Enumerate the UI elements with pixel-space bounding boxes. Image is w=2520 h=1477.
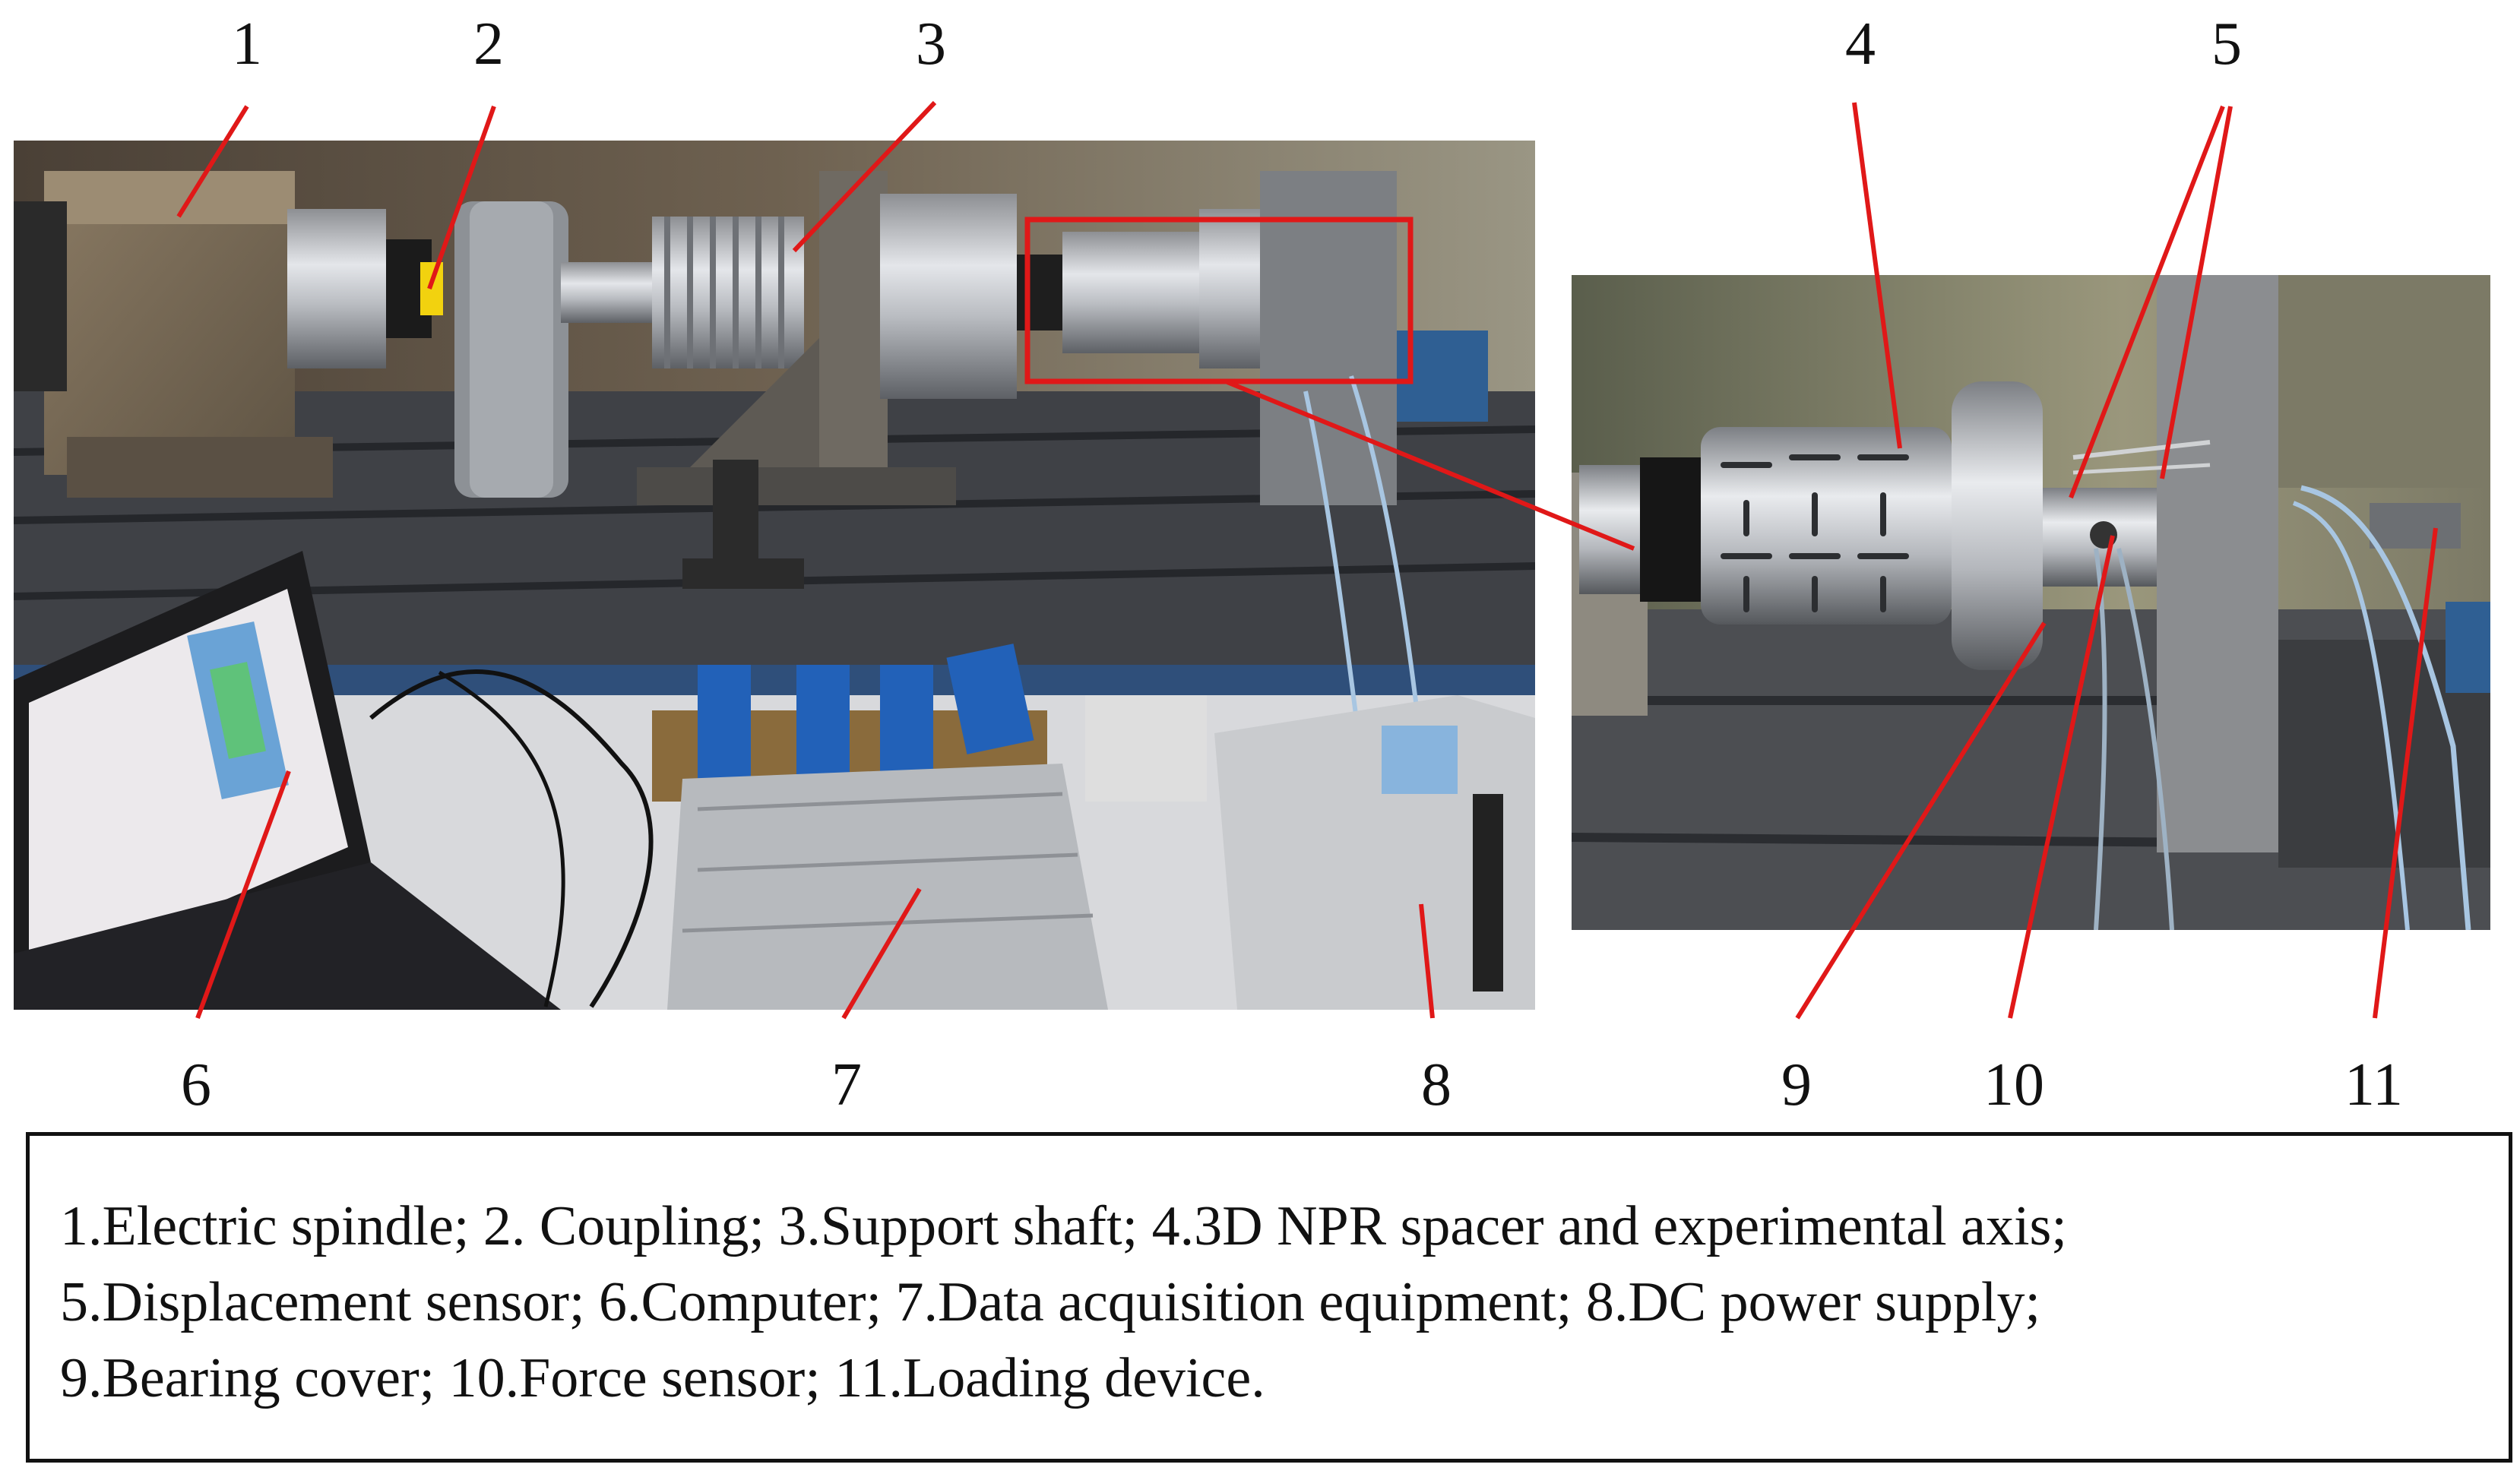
callout-number-5: 5 bbox=[2211, 11, 2242, 77]
test-rig-photo bbox=[14, 141, 1535, 1010]
legend-box: 1.Electric spindle; 2. Coupling; 3.Suppo… bbox=[26, 1132, 2512, 1463]
callout-number-7: 7 bbox=[831, 1052, 862, 1118]
legend-line-2: 5.Displacement sensor; 6.Computer; 7.Dat… bbox=[60, 1271, 2041, 1333]
callout-number-3: 3 bbox=[916, 11, 946, 77]
legend-line-3: 9.Bearing cover; 10.Force sensor; 11.Loa… bbox=[60, 1347, 1265, 1409]
legend-line-1: 1.Electric spindle; 2. Coupling; 3.Suppo… bbox=[60, 1195, 2067, 1257]
callout-number-6: 6 bbox=[181, 1052, 211, 1118]
callout-number-11: 11 bbox=[2344, 1052, 2404, 1118]
callout-number-10: 10 bbox=[1983, 1052, 2044, 1118]
callout-number-9: 9 bbox=[1781, 1052, 1812, 1118]
callout-number-4: 4 bbox=[1845, 11, 1876, 77]
callout-number-2: 2 bbox=[473, 11, 504, 77]
callout-number-8: 8 bbox=[1421, 1052, 1452, 1118]
experimental-axis-detail-photo bbox=[1572, 275, 2490, 930]
callout-number-1: 1 bbox=[232, 11, 262, 77]
